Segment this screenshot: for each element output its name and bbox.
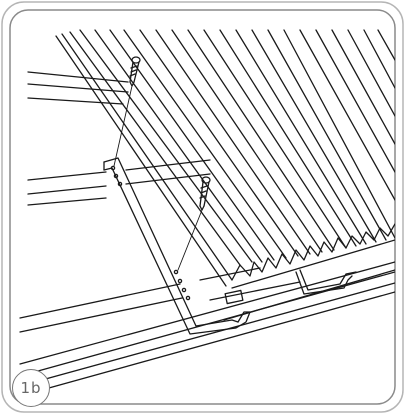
step-number-badge: 1b [12,369,50,407]
purlin-middle [27,159,211,206]
eave-lines [19,261,395,397]
sheet-profile-edge [231,223,395,281]
sheet-profile-edge-lower [231,239,395,289]
purlin-bottom [19,267,301,333]
purlin-top [27,71,129,105]
spacer-block [224,289,244,305]
roof-bracket-right [295,269,357,295]
corrugated-sheet [55,29,395,287]
screw-bottom [199,176,211,211]
screw-top [129,56,141,87]
step-number-label: 1b [20,379,42,397]
roof-bracket-left [103,157,251,335]
screw-guide-lines [113,85,203,271]
figure-inner-frame [9,9,396,405]
